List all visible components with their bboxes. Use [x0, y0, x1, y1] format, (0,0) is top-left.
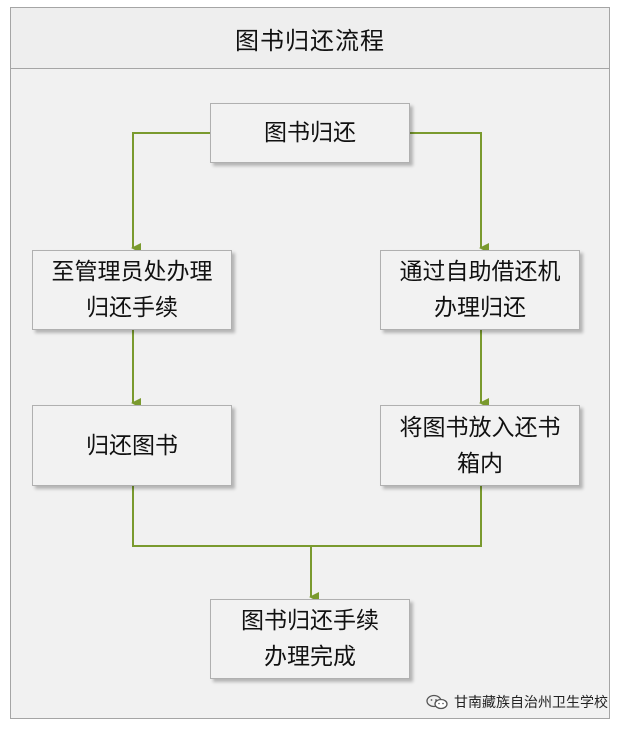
node-left1-line-2: 归还手续 [86, 295, 178, 321]
node-right1-line-1: 通过自助借还机 [399, 259, 561, 285]
node-left-return-books: 归还图书 [32, 405, 232, 486]
node-right1-line-2: 办理归还 [434, 295, 526, 321]
node-right2-line-2: 箱内 [457, 450, 503, 477]
diagram-title: 图书归还流程 [10, 7, 610, 69]
node-end-complete: 图书归还手续 办理完成 [210, 599, 410, 679]
node-right-self-service: 通过自助借还机 办理归还 [380, 250, 580, 330]
node-left2-line-1: 归还图书 [86, 432, 178, 459]
wechat-icon [426, 694, 448, 710]
node-end-line-1: 图书归还手续 [241, 608, 379, 634]
node-start: 图书归还 [210, 103, 410, 163]
node-end-line-2: 办理完成 [264, 644, 356, 670]
node-left-staff-desk: 至管理员处办理 归还手续 [32, 250, 232, 330]
connector-right2-to-merge [311, 486, 482, 547]
node-right-drop-box: 将图书放入还书 箱内 [380, 405, 580, 486]
watermark-text: 甘南藏族自治州卫生学校 [454, 695, 608, 711]
connector-left2-to-merge [132, 486, 311, 547]
node-left1-line-1: 至管理员处办理 [51, 259, 213, 285]
node-right2-line-1: 将图书放入还书 [399, 414, 561, 441]
connector-start-to-left [131, 132, 210, 253]
connector-start-to-right [410, 132, 489, 253]
watermark: 甘南藏族自治州卫生学校 [426, 692, 608, 712]
node-start-line-1: 图书归还 [264, 120, 356, 146]
